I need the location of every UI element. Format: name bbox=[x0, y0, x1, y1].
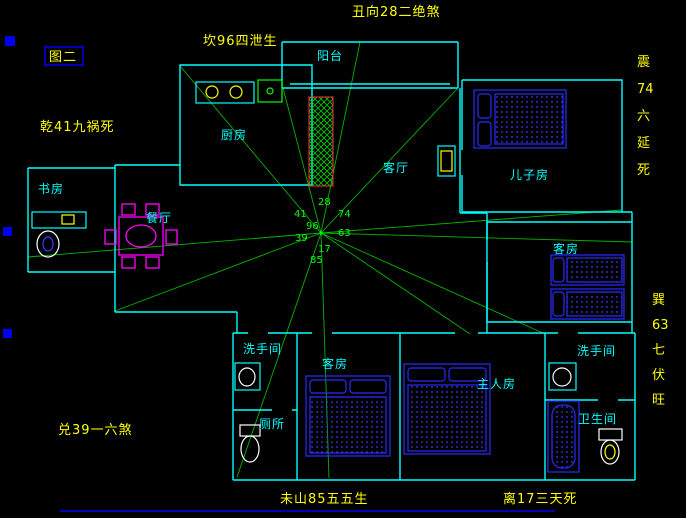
room-label-guest-bottom: 客房 bbox=[322, 356, 348, 371]
fengshui-label-xun-vertical: 巽 63 七 伏 旺 bbox=[652, 293, 669, 408]
dining-chair bbox=[165, 229, 178, 245]
svg-text:巽: 巽 bbox=[652, 293, 665, 308]
fengshui-label-wei: 未山85五五生 bbox=[280, 492, 369, 507]
burner-icon bbox=[229, 85, 243, 99]
pillow bbox=[448, 367, 487, 382]
room-labels: 阳台 厨房 客厅 儿子房 书房 餐厅 客房 洗手间 客房 主人房 洗手间 厕所 … bbox=[38, 48, 617, 431]
room-label-bath-left: 洗手间 bbox=[243, 342, 282, 356]
pillow bbox=[552, 291, 565, 317]
kitchen-stove bbox=[195, 81, 255, 104]
dining-chair bbox=[145, 256, 160, 269]
room-label-study: 书房 bbox=[38, 181, 64, 196]
pillow bbox=[309, 379, 347, 394]
room-label-dining: 餐厅 bbox=[146, 210, 172, 225]
cad-grip-markers bbox=[3, 36, 15, 338]
svg-text:63: 63 bbox=[652, 318, 669, 333]
svg-text:七: 七 bbox=[652, 343, 665, 358]
fengshui-label-li: 离17三天死 bbox=[503, 491, 578, 507]
svg-text:旺: 旺 bbox=[652, 393, 665, 408]
compass-center-numbers: 41 28 74 96 39 63 17 85 bbox=[294, 197, 351, 266]
pillow bbox=[477, 121, 492, 147]
center-number-85: 85 bbox=[310, 255, 323, 266]
dining-chair bbox=[121, 203, 136, 216]
svg-text:死: 死 bbox=[637, 163, 650, 178]
fengshui-label-zhen-vertical: 震 74 六 延 死 bbox=[637, 55, 654, 178]
dining-chair bbox=[145, 203, 160, 216]
svg-text:震: 震 bbox=[637, 55, 650, 70]
room-label-son-room: 儿子房 bbox=[510, 167, 549, 182]
grip-marker bbox=[5, 36, 15, 46]
washbasin-left bbox=[234, 362, 261, 391]
bed-master bbox=[403, 363, 491, 455]
pillow bbox=[407, 367, 446, 382]
room-label-guest-right: 客房 bbox=[553, 241, 579, 256]
svg-text:延: 延 bbox=[637, 136, 650, 151]
toilet-left bbox=[239, 424, 261, 463]
study-desk bbox=[31, 211, 87, 258]
wall-kitchen bbox=[179, 64, 313, 186]
bottom-scroll-line[interactable] bbox=[60, 510, 555, 512]
center-number-39: 39 bbox=[295, 233, 308, 244]
toilet-right bbox=[598, 428, 623, 465]
dining-table bbox=[118, 216, 164, 256]
fengshui-label-qian: 乾41九祸死 bbox=[40, 120, 115, 135]
center-number-41: 41 bbox=[294, 209, 307, 220]
fengshui-label-dui: 兑39一六煞 bbox=[58, 423, 133, 438]
room-label-master: 主人房 bbox=[477, 376, 516, 391]
fengshui-labels: 图二 丑向28二绝煞 坎96四泄生 乾41九祸死 兑39一六煞 未山85五五生 … bbox=[40, 4, 669, 507]
room-label-kitchen: 厨房 bbox=[221, 127, 247, 142]
room-label-balcony: 阳台 bbox=[317, 48, 343, 63]
washbasin-right bbox=[548, 362, 577, 391]
bathtub bbox=[547, 400, 580, 473]
wall-bottom-block bbox=[232, 332, 636, 481]
hatched-cabinet bbox=[308, 96, 334, 187]
bed-son-room bbox=[473, 89, 567, 149]
bed-guest-bottom bbox=[305, 375, 391, 457]
svg-text:六: 六 bbox=[637, 109, 650, 124]
study-chair bbox=[36, 230, 60, 258]
center-number-17: 17 bbox=[318, 244, 331, 255]
grip-marker bbox=[3, 329, 12, 338]
svg-text:74: 74 bbox=[637, 82, 654, 97]
dining-chair bbox=[121, 256, 136, 269]
fengshui-label-top: 丑向28二绝煞 bbox=[352, 4, 441, 20]
figure-label-box bbox=[44, 46, 84, 66]
pillow bbox=[552, 257, 565, 283]
center-number-74: 74 bbox=[338, 209, 351, 220]
wall-guest-right bbox=[486, 211, 633, 333]
room-label-bathroom: 卫生间 bbox=[578, 412, 617, 426]
svg-text:伏: 伏 bbox=[652, 368, 665, 383]
burner-icon bbox=[205, 85, 219, 99]
grip-marker bbox=[3, 227, 12, 236]
pillow bbox=[349, 379, 387, 394]
wall-son-room bbox=[461, 79, 623, 213]
room-label-toilet: 厕所 bbox=[259, 417, 285, 431]
fengshui-label-kan: 坎96四泄生 bbox=[203, 34, 278, 49]
tv-cabinet bbox=[437, 145, 456, 177]
kitchen-fridge bbox=[257, 79, 283, 103]
pillow bbox=[477, 93, 492, 119]
fengshui-sector-rays bbox=[27, 41, 633, 479]
walls bbox=[27, 41, 636, 481]
center-number-96: 96 bbox=[306, 221, 319, 232]
figure-label: 图二 bbox=[49, 50, 77, 65]
center-number-63: 63 bbox=[338, 228, 351, 239]
room-label-bath-right: 洗手间 bbox=[577, 344, 616, 358]
wall-bottom-partitions bbox=[233, 333, 635, 480]
room-label-living: 客厅 bbox=[383, 160, 409, 175]
dining-table-set bbox=[104, 203, 178, 269]
beds-guest-right bbox=[550, 254, 625, 320]
wall-hall-left bbox=[114, 164, 238, 333]
wall-study bbox=[27, 167, 115, 273]
compass-center-point bbox=[319, 231, 323, 235]
center-number-28: 28 bbox=[318, 197, 331, 208]
dining-chair bbox=[104, 229, 117, 245]
